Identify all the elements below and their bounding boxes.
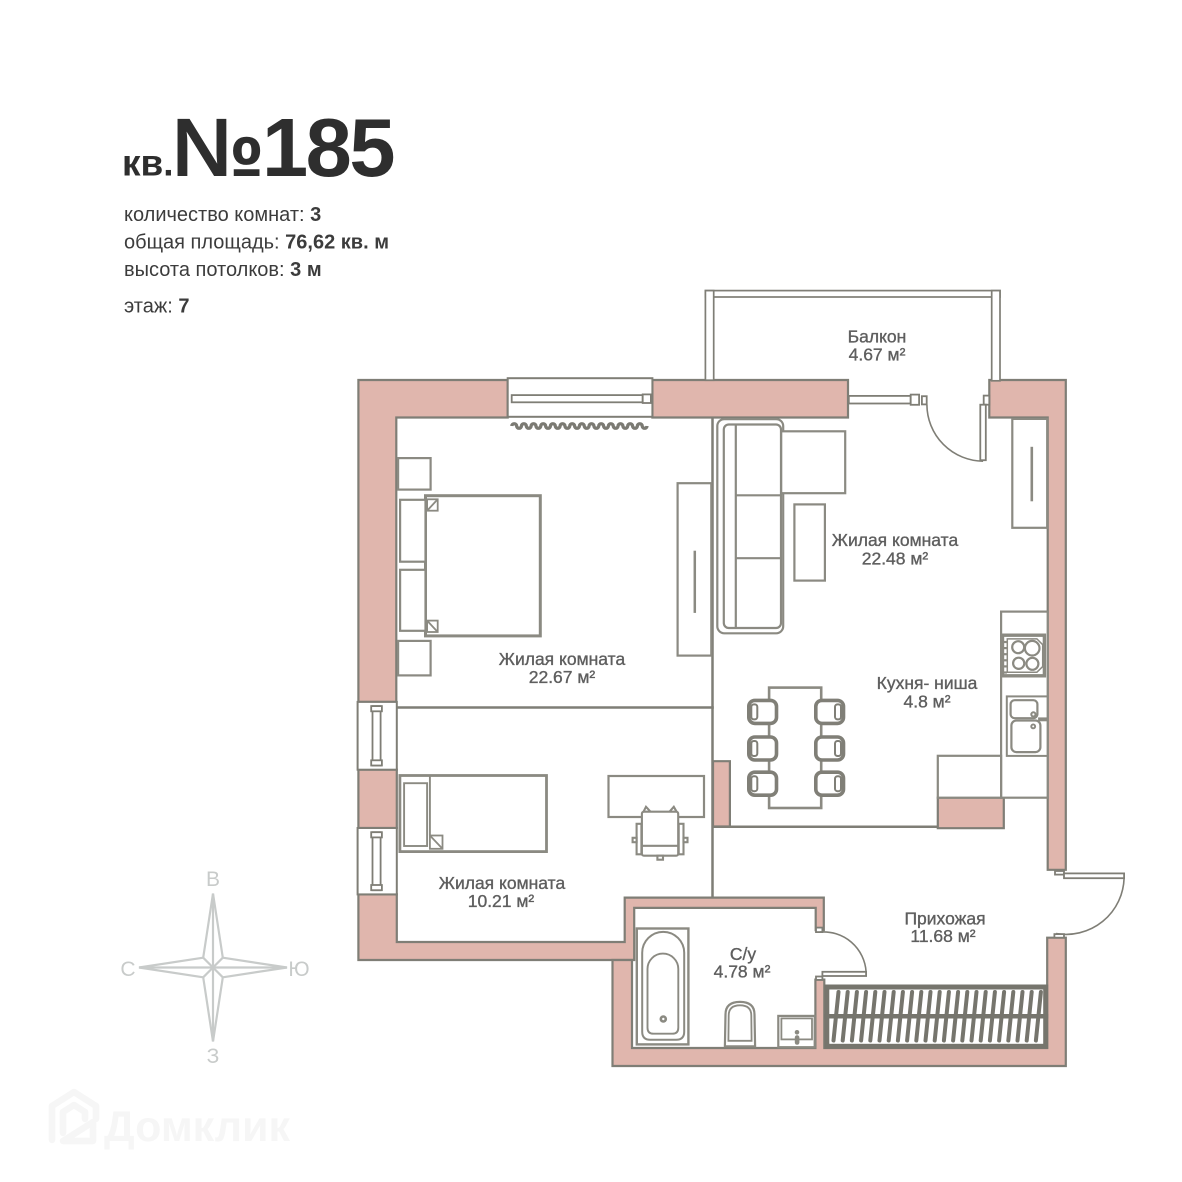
svg-text:З: З	[207, 1045, 220, 1068]
svg-text:Жилая комната: Жилая комната	[439, 873, 566, 893]
svg-text:высота потолков: 3 м: высота потолков: 3 м	[124, 259, 322, 281]
svg-text:Балкон: Балкон	[848, 327, 907, 347]
svg-text:С/у: С/у	[730, 944, 757, 964]
svg-text:Домклик: Домклик	[104, 1103, 290, 1151]
svg-text:10.21 м²: 10.21 м²	[468, 891, 535, 911]
svg-text:№185: №185	[172, 101, 393, 194]
svg-text:4.67 м²: 4.67 м²	[849, 345, 906, 365]
svg-text:Прихожая: Прихожая	[904, 909, 985, 929]
svg-text:этаж: 7: этаж: 7	[124, 295, 189, 317]
svg-text:22.48 м²: 22.48 м²	[862, 549, 929, 569]
svg-text:В: В	[206, 868, 220, 891]
svg-text:С: С	[120, 958, 135, 981]
svg-text:Жилая комната: Жилая комната	[832, 530, 959, 550]
svg-text:кв.: кв.	[122, 143, 174, 184]
svg-text:4.78 м²: 4.78 м²	[714, 962, 771, 982]
svg-text:общая площадь: 76,62 кв. м: общая площадь: 76,62 кв. м	[124, 232, 389, 254]
svg-text:11.68 м²: 11.68 м²	[910, 926, 975, 946]
svg-text:22.67 м²: 22.67 м²	[529, 667, 596, 687]
svg-text:4.8 м²: 4.8 м²	[903, 692, 950, 712]
svg-text:Ю: Ю	[288, 958, 309, 981]
svg-text:количество комнат: 3: количество комнат: 3	[124, 204, 321, 226]
svg-text:Кухня- ниша: Кухня- ниша	[877, 673, 978, 693]
svg-text:Жилая комната: Жилая комната	[499, 649, 626, 669]
